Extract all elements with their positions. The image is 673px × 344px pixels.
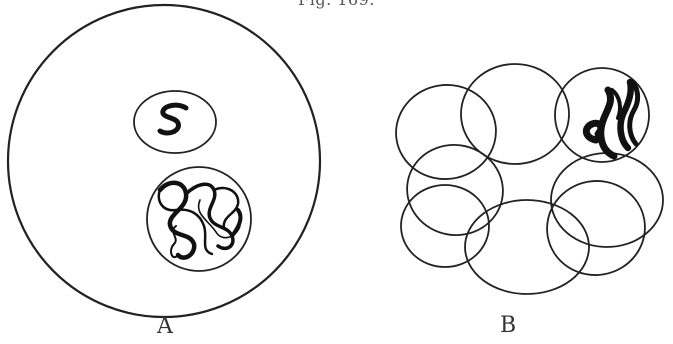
chromosome-2 (601, 90, 614, 156)
panel-label-a: A (157, 316, 173, 338)
chromosome-s (160, 105, 186, 133)
panel-a (8, 5, 320, 317)
outer-cell-circle (8, 5, 320, 317)
cell-outline-2 (461, 64, 569, 164)
chromosome-group (586, 82, 637, 156)
cell-outline-5 (401, 185, 489, 267)
cell-outline-1 (390, 78, 502, 185)
chromosome-tangle (159, 183, 241, 258)
large-nucleus (147, 167, 251, 271)
cell-outline-8 (540, 173, 653, 283)
cell-outline-7 (551, 153, 663, 247)
panel-b (390, 64, 663, 294)
cell-outline-4 (400, 137, 510, 242)
panel-label-b: B (500, 315, 516, 337)
